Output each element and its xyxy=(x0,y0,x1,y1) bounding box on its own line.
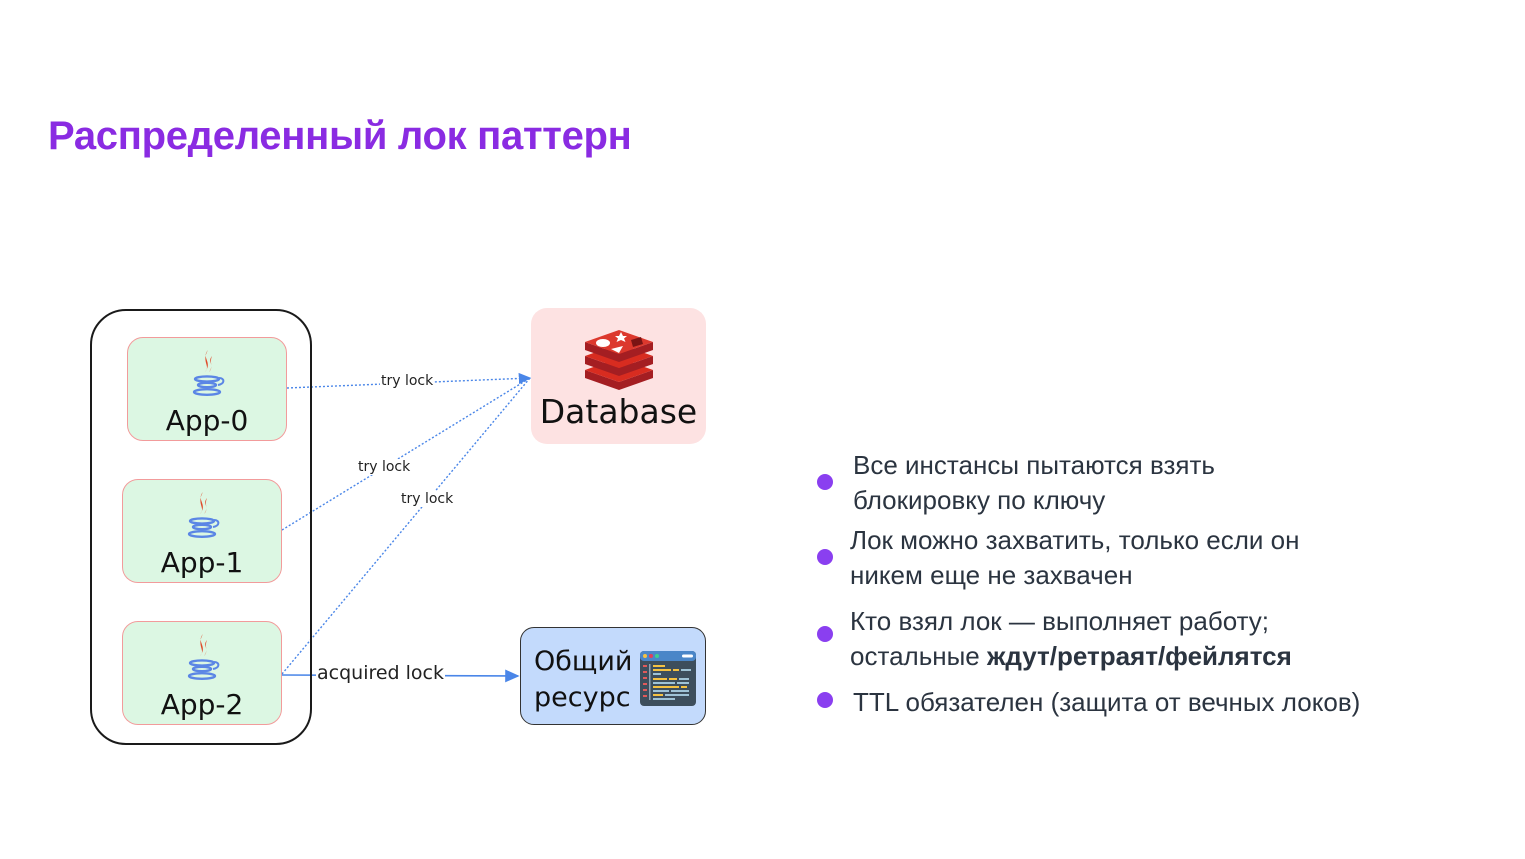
app-cluster-container xyxy=(90,309,312,745)
code-window-icon xyxy=(640,651,696,706)
bullet-text: TTL обязателен (защита от вечных локов) xyxy=(853,685,1360,720)
slide-title: Распределенный лок паттерн xyxy=(48,114,632,158)
app-node-label: App-0 xyxy=(165,404,249,437)
edge-label-acquired-lock: acquired lock xyxy=(316,662,446,684)
bullet-line: остальные ждут/ретраят/фейлятся xyxy=(850,639,1292,674)
bullet-line: никем еще не захвачен xyxy=(850,560,1133,590)
app-node-1: App-1 xyxy=(122,479,282,583)
bullet-dot-icon xyxy=(817,692,833,708)
shared-resource-label-line1: Общий xyxy=(534,646,633,677)
edge-label-app1-try-lock: try lock xyxy=(357,459,412,475)
database-label: Database xyxy=(539,392,698,431)
shared-resource-label-line2: ресурс xyxy=(534,682,631,713)
bullet-text: Лок можно захватить, только если он нике… xyxy=(850,523,1300,593)
shared-resource-node: Общий ресурс xyxy=(520,627,706,725)
bullet-dot-icon xyxy=(817,626,833,642)
app-node-label: App-2 xyxy=(160,688,244,721)
app-node-label: App-1 xyxy=(160,546,244,579)
redis-icon xyxy=(584,330,653,390)
app-node-2: App-2 xyxy=(122,621,282,725)
app-node-0: App-0 xyxy=(127,337,287,441)
java-icon xyxy=(187,492,220,539)
edge-app1-db xyxy=(281,377,531,531)
bullet-line-prefix: остальные xyxy=(850,641,987,671)
bullet-text: Все инстансы пытаются взять блокировку п… xyxy=(853,448,1215,518)
edge-app2-db xyxy=(281,377,531,675)
bullet-line: Кто взял лок — выполняет работу; xyxy=(850,606,1270,636)
java-icon xyxy=(192,350,225,397)
edge-label-app0-try-lock: try lock xyxy=(380,373,435,389)
bullet-dot-icon xyxy=(817,549,833,565)
database-node: Database xyxy=(531,308,706,444)
bullet-line: TTL обязателен (защита от вечных локов) xyxy=(853,687,1361,717)
edge-label-app2-try-lock: try lock xyxy=(400,491,455,507)
bullet-dot-icon xyxy=(817,474,833,490)
bullet-line: блокировку по ключу xyxy=(853,485,1106,515)
shared-resource-label: Общий ресурс xyxy=(534,644,632,716)
bullet-line: Все инстансы пытаются взять xyxy=(853,450,1215,480)
java-icon xyxy=(187,634,220,681)
bullet-line: Лок можно захватить, только если он xyxy=(850,525,1300,555)
bullet-text: Кто взял лок — выполняет работу; остальн… xyxy=(850,604,1292,674)
bullet-line-bold: ждут/ретраят/фейлятся xyxy=(986,641,1292,671)
